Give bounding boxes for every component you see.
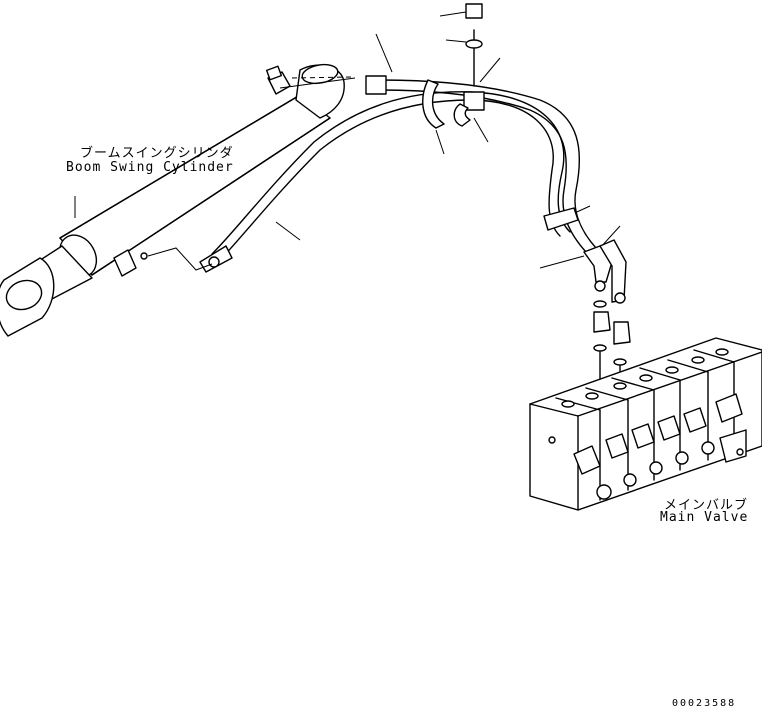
cylinder-connector	[147, 247, 213, 271]
leader-2	[439, 11, 467, 17]
leader-3	[445, 39, 467, 43]
valve-label-en: Main Valve	[660, 510, 749, 525]
hose-clamp	[422, 3, 485, 129]
leader-4	[479, 57, 501, 83]
leader-5	[435, 129, 445, 155]
main-valve	[529, 337, 762, 511]
hose-clamp-small	[543, 207, 579, 231]
leader-7	[275, 221, 301, 241]
cylinder-label-jp: ブームスイングシリンダ	[80, 146, 234, 161]
leader-6	[473, 117, 489, 143]
drawing-code: 00023588	[672, 698, 737, 709]
leader-1	[375, 33, 393, 73]
cylinder-label-en: Boom Swing Cylinder	[66, 160, 234, 175]
leader-10	[539, 255, 585, 269]
valve-label-jp: メインバルブ	[664, 498, 749, 513]
boom-swing-cylinder	[0, 63, 345, 337]
hose-lower	[199, 91, 571, 273]
port-leader	[279, 77, 356, 89]
